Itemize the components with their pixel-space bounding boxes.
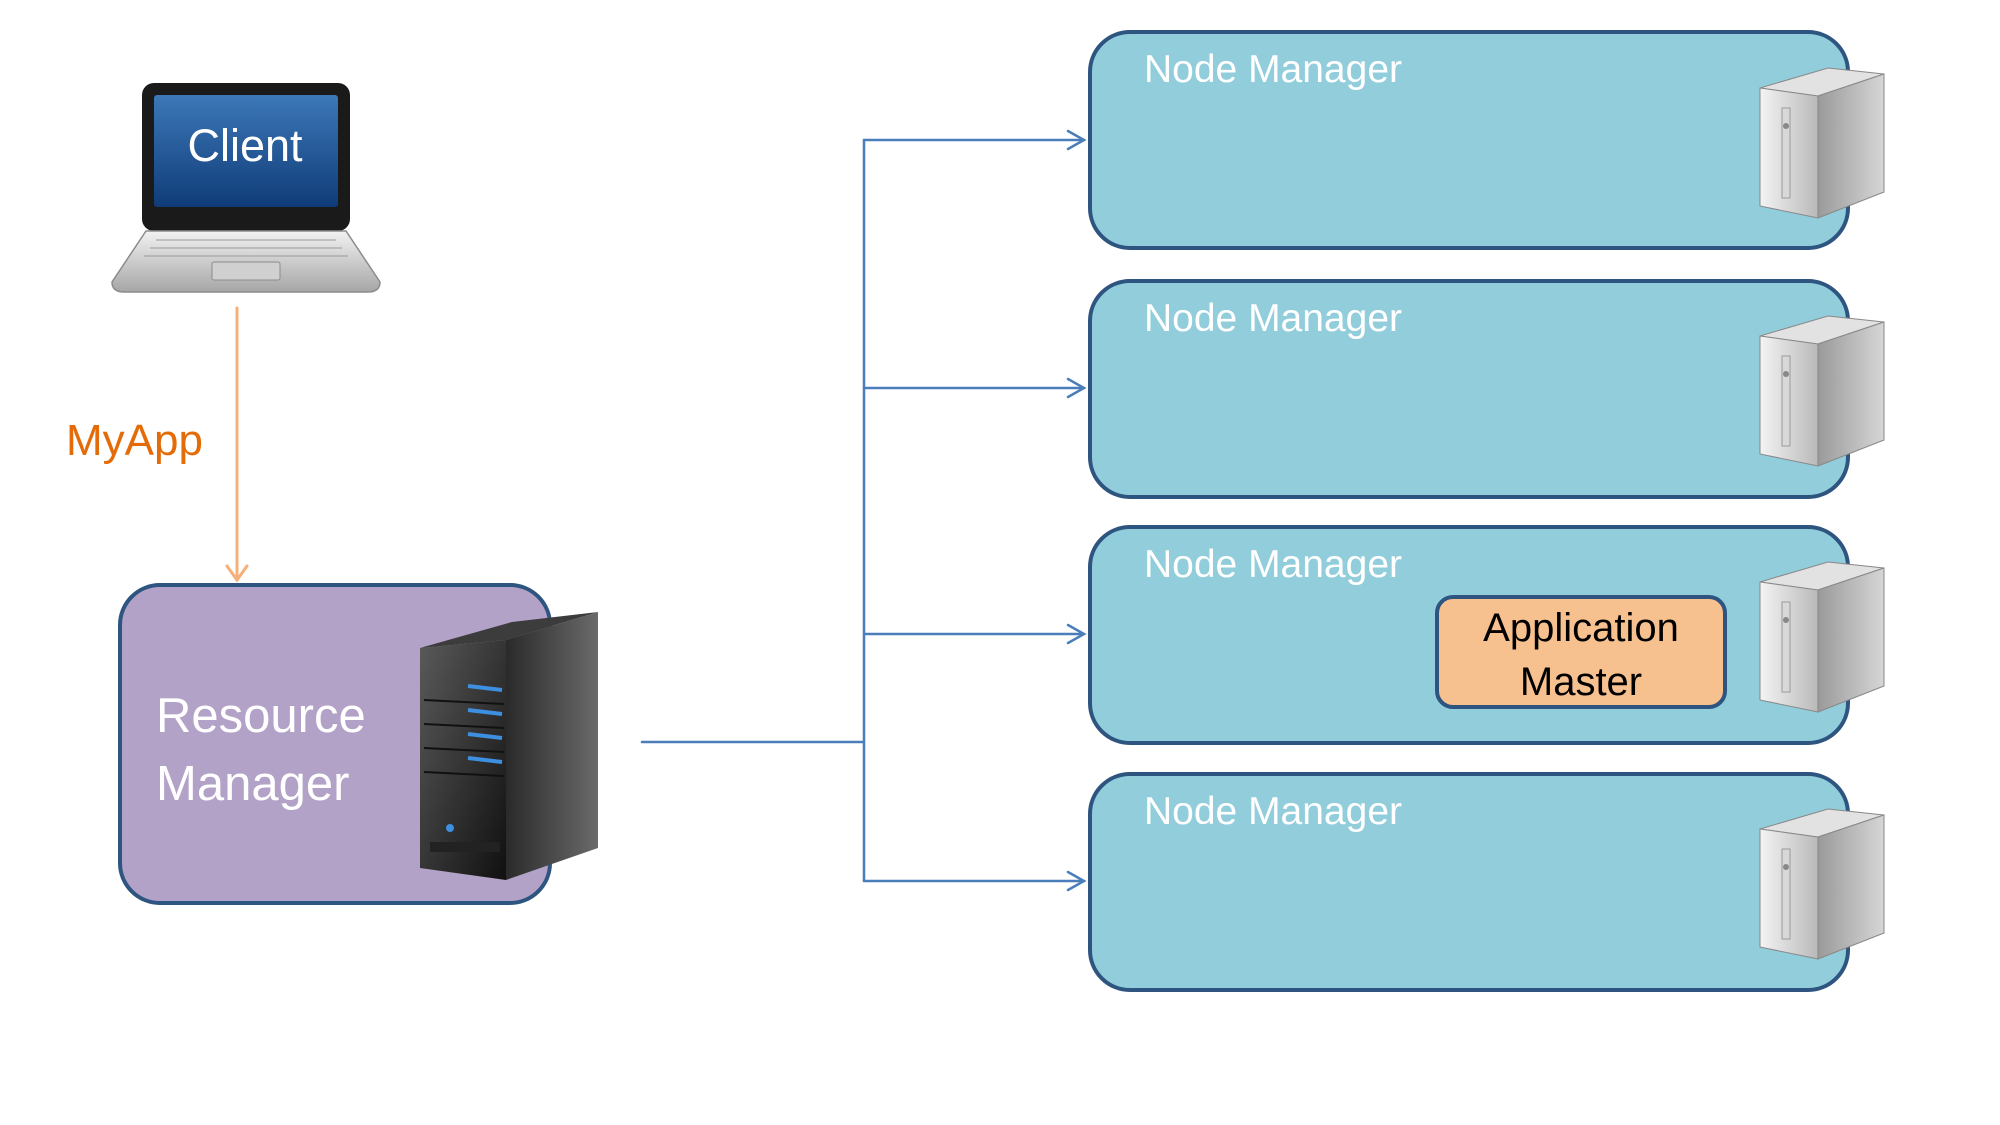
- resource-manager-label: Resource Manager: [156, 682, 366, 818]
- node-manager-box-4: Node Manager: [1088, 772, 1850, 992]
- node-manager-label: Node Manager: [1144, 543, 1402, 586]
- branch-arrowhead-1: [1066, 129, 1087, 151]
- application-master-label-line2: Master: [1519, 660, 1643, 704]
- application-master-label-line1: Application: [1483, 606, 1679, 650]
- client-label: Client: [187, 120, 303, 171]
- server-icon: [1759, 808, 1885, 960]
- server-icon: [1759, 67, 1885, 219]
- node-manager-label: Node Manager: [1144, 790, 1402, 833]
- resource-manager-label-line1: Resource: [156, 689, 366, 743]
- node-manager-box-2: Node Manager: [1088, 279, 1850, 499]
- branch-arrowhead-4: [1066, 870, 1087, 892]
- server-icon: [1759, 561, 1885, 713]
- myapp-arrowhead: [225, 564, 249, 583]
- resource-manager-label-line2: Manager: [156, 757, 350, 811]
- myapp-label: MyApp: [66, 416, 203, 465]
- branch-arrowhead-3: [1066, 623, 1087, 645]
- server-icon: [1759, 315, 1885, 467]
- application-master-box: Application Master: [1435, 595, 1727, 709]
- node-manager-label: Node Manager: [1144, 48, 1402, 91]
- node-manager-box-1: Node Manager: [1088, 30, 1850, 250]
- node-manager-label: Node Manager: [1144, 297, 1402, 340]
- branch-arrowhead-2: [1066, 377, 1087, 399]
